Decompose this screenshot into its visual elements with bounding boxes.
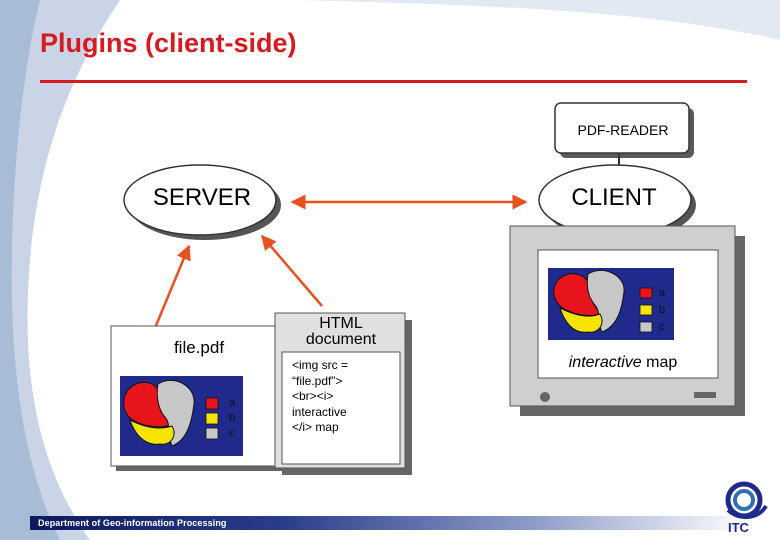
itc-logo-text: ITC (728, 520, 750, 535)
pdf-reader-box (554, 102, 694, 158)
file-map-image (120, 376, 243, 456)
file-to-server-arrow (153, 244, 191, 329)
client-map-image (548, 268, 674, 340)
file-legend-a: a (229, 397, 236, 409)
file-pdf-label: file.pdf (173, 338, 225, 357)
html-code-snippet: <img src = “file.pdf”> <br><i> interacti… (292, 358, 349, 434)
client-map-caption: interactive map (548, 354, 698, 372)
server-oval (123, 164, 281, 240)
client-legend-a: a (659, 287, 666, 299)
file-legend-c: c (229, 427, 235, 439)
client-caption-rest: map (641, 354, 678, 371)
html-to-server-arrow (261, 234, 323, 307)
html-document-label-line2: document (305, 331, 377, 348)
file-legend-b: b (229, 412, 236, 424)
client-legend-b: b (659, 304, 666, 316)
slide-title: Plugins (client-side) (40, 28, 297, 58)
html-document-label-line1: HTML (319, 315, 363, 332)
html-document (274, 312, 412, 475)
pdf-reader-label: PDF-READER (577, 122, 669, 138)
footer-department: Department of Geo-information Processing (38, 518, 227, 528)
title-rule (40, 80, 747, 83)
server-label: SERVER (152, 184, 252, 211)
html-document-label: HTML document (280, 316, 402, 348)
client-caption-italic: interactive (568, 354, 642, 371)
client-label: CLIENT (571, 184, 657, 211)
itc-logo-icon: ITC (725, 481, 768, 535)
client-oval (538, 164, 696, 240)
footer-bar (30, 516, 750, 530)
client-legend-c: c (659, 321, 665, 333)
